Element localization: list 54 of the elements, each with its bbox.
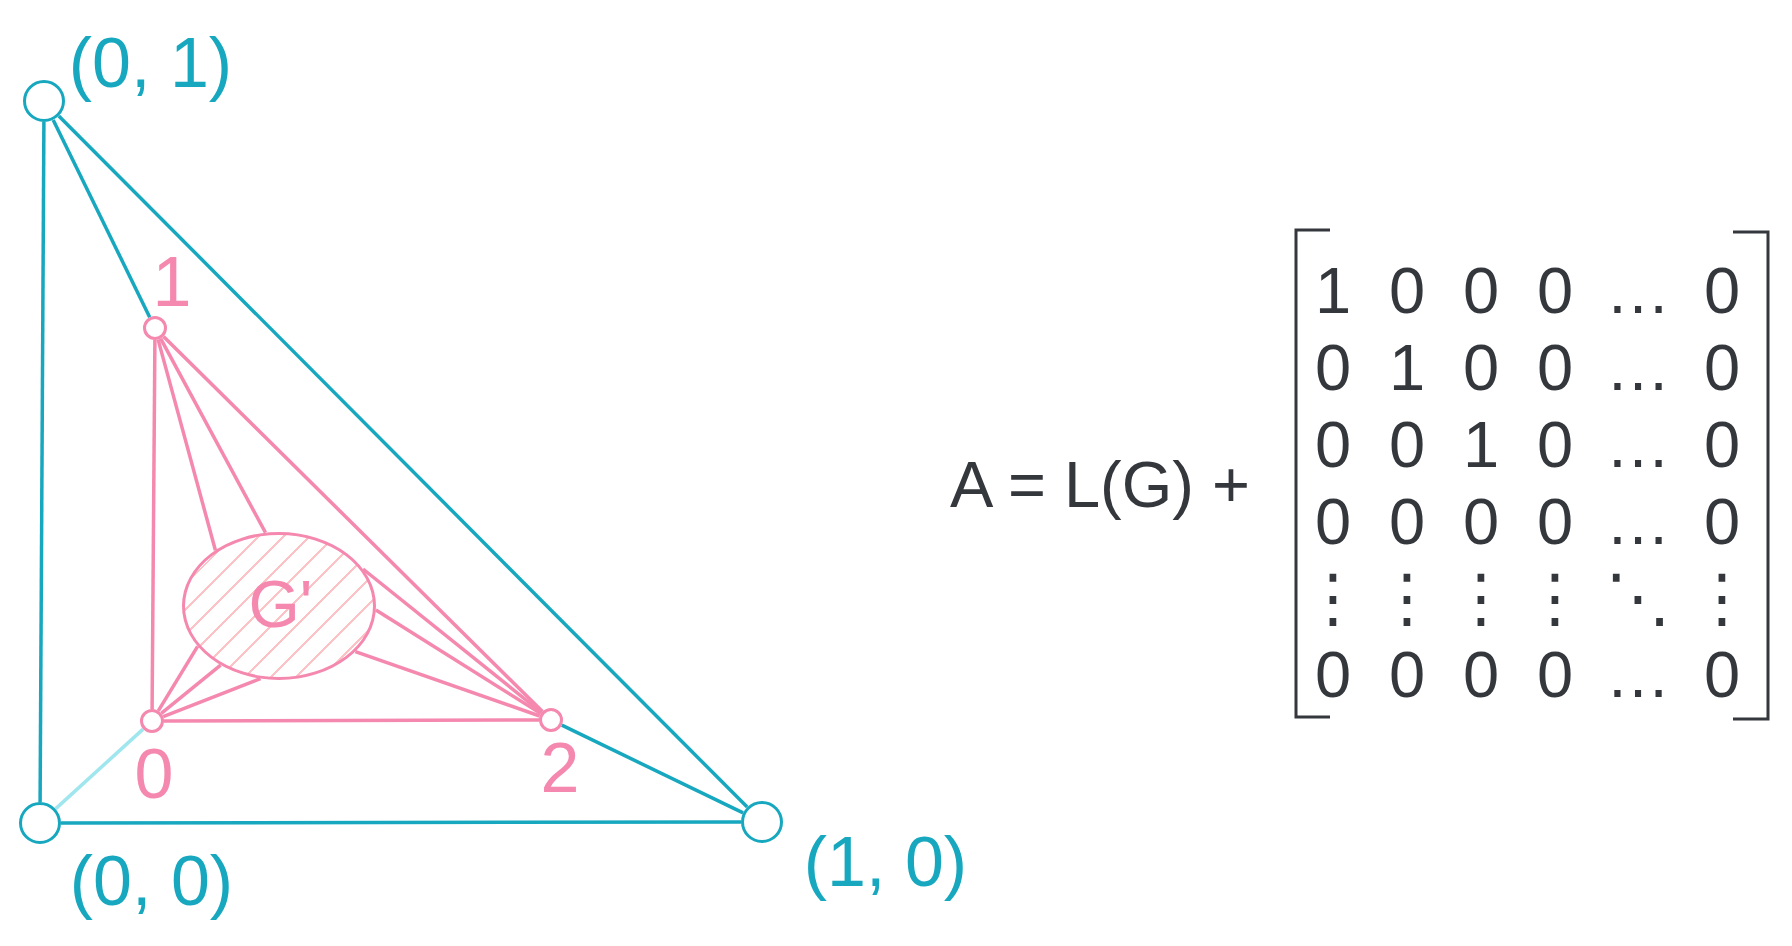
matrix-entry: ⋮	[1374, 564, 1440, 630]
matrix-entry: …	[1605, 641, 1671, 707]
edge-line	[561, 723, 744, 815]
matrix-entry: 0	[1536, 488, 1574, 554]
vertex-number: 1	[152, 247, 192, 317]
matrix-entry: 0	[1388, 257, 1426, 323]
matrix-entry: 0	[1314, 488, 1352, 554]
matrix-entry: …	[1605, 411, 1671, 477]
matrix-entry: 0	[1536, 641, 1574, 707]
edge-line	[54, 727, 145, 811]
matrix-entry: 0	[1703, 257, 1741, 323]
matrix-entry: 0	[1462, 334, 1500, 400]
edge-line	[38, 122, 46, 802]
edge-line	[160, 663, 222, 715]
matrix-entry: ⋱	[1605, 564, 1671, 630]
edge-line	[164, 718, 539, 723]
matrix-entry: ⋮	[1300, 564, 1366, 630]
matrix-entry: 0	[1462, 257, 1500, 323]
matrix-entry: 0	[1536, 257, 1574, 323]
matrix-entry: ⋮	[1522, 564, 1588, 630]
matrix-entry: ⋮	[1689, 564, 1755, 630]
matrix-entry: 0	[1703, 411, 1741, 477]
matrix-entry: 0	[1314, 641, 1352, 707]
matrix-entry: 0	[1703, 334, 1741, 400]
matrix-entry: ⋮	[1448, 564, 1514, 630]
matrix-entry: 0	[1388, 641, 1426, 707]
subgraph-label: G'	[248, 570, 313, 637]
edge-line	[156, 339, 218, 551]
matrix-entry: 0	[1703, 641, 1741, 707]
edge-line	[162, 335, 544, 713]
matrix-entry: 0	[1462, 488, 1500, 554]
matrix-entry: …	[1605, 488, 1671, 554]
edge-line	[57, 114, 749, 809]
matrix-entry: …	[1605, 334, 1671, 400]
matrix-entry: 0	[1536, 411, 1574, 477]
vertex-number: 2	[540, 733, 580, 803]
matrix-entry: 1	[1314, 257, 1352, 323]
vertex-number: 0	[134, 739, 174, 809]
matrix-entry: 1	[1462, 411, 1500, 477]
matrix-entry: …	[1605, 257, 1671, 323]
edge-line	[51, 119, 152, 318]
edge-line	[159, 337, 268, 534]
matrix-entry: 1	[1388, 334, 1426, 400]
edge-line	[150, 340, 157, 709]
matrix-entry: 0	[1314, 411, 1352, 477]
matrix-entry: 0	[1703, 488, 1741, 554]
edge-line	[156, 645, 200, 712]
matrix-entry: 0	[1536, 334, 1574, 400]
matrix-entry: 0	[1462, 641, 1500, 707]
matrix-entry: 0	[1388, 488, 1426, 554]
matrix-entry: 0	[1388, 411, 1426, 477]
matrix-entry: 0	[1314, 334, 1352, 400]
edge-line	[374, 608, 542, 716]
edge-line	[61, 820, 741, 825]
